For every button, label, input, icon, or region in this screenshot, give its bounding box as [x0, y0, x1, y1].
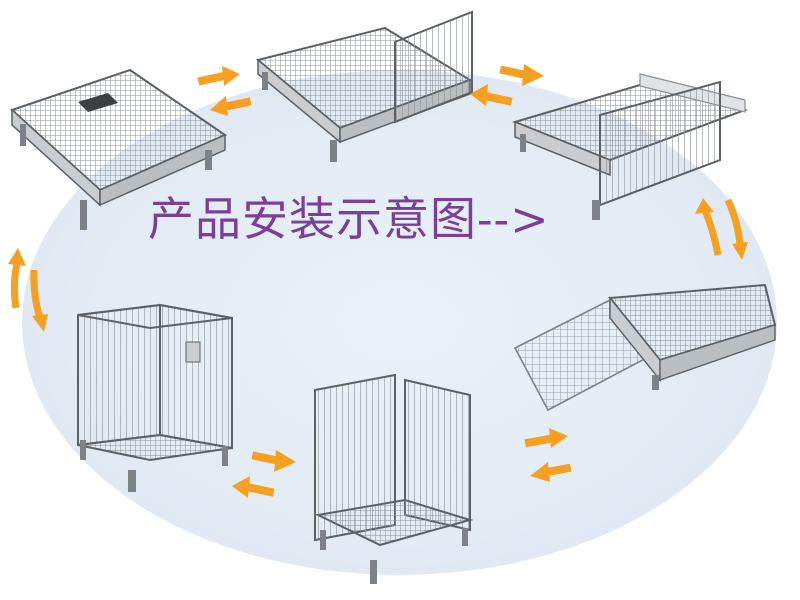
arrow-up-icon [8, 248, 26, 309]
diagram-title: 产品安装示意图--> [148, 192, 550, 246]
arrow-pair-1-2 [197, 66, 252, 116]
arrow-pair-4-5 [524, 428, 572, 482]
cage-step-4 [513, 283, 777, 412]
arrow-left-icon [530, 462, 572, 482]
arrow-pair-3-4 [695, 198, 748, 260]
arrow-left-icon [470, 84, 513, 106]
arrow-right-icon [524, 428, 568, 448]
arrow-pair-5-6 [232, 450, 296, 498]
arrow-right-icon [251, 450, 296, 472]
cage-step-1 [10, 68, 228, 230]
arrow-up-icon [695, 198, 722, 256]
arrow-left-icon [210, 96, 252, 116]
cage-step-5 [314, 373, 474, 584]
arrow-pair-2-3 [470, 64, 544, 106]
cage-step-3 [511, 73, 749, 220]
arrow-right-icon [499, 64, 544, 86]
cage-step-2 [255, 10, 473, 162]
arrow-right-icon [197, 66, 240, 86]
cage-step-6 [77, 303, 233, 492]
arrow-left-icon [232, 476, 275, 498]
arrow-pair-6-1 [8, 248, 48, 332]
arrow-down-icon [30, 269, 48, 332]
arrow-down-icon [724, 198, 748, 260]
